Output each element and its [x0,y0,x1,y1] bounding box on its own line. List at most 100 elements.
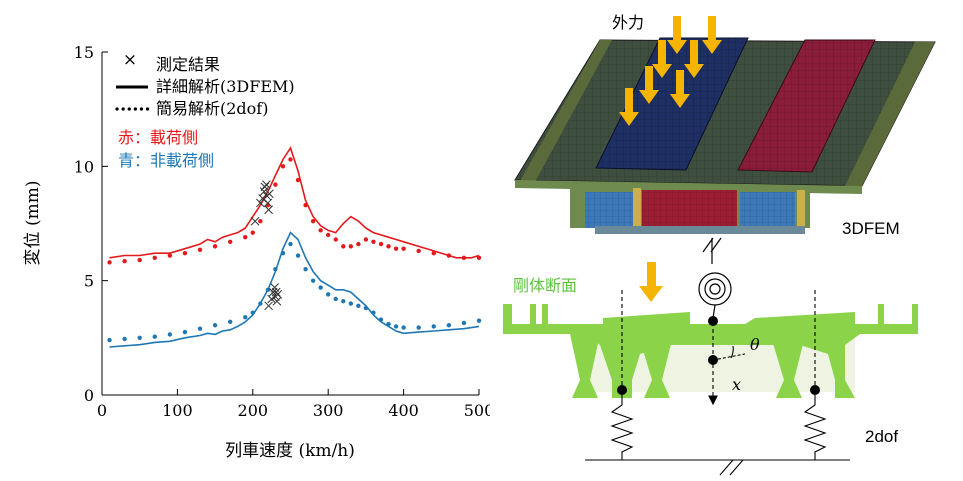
fem-unloaded-track [737,39,876,173]
measured-point-blue [271,287,281,297]
fem-girder-left [585,192,640,228]
x-dof-label: x [732,375,741,394]
series-blue-simple-point [318,285,323,290]
legend-blue-note: 青：非載荷側 [118,151,214,170]
x-tick-label: 100 [162,401,193,420]
series-blue-simple-point [341,299,346,304]
theta-label: θ [750,335,760,354]
series-red-simple-point [137,257,142,263]
series-red-simple-point [476,255,482,260]
2dof-label: 2dof [865,427,898,446]
3dfem-label: 3DFEM [842,219,900,238]
legend-measured-label: 測定結果 [156,55,220,74]
series-red-simple-point [182,251,188,256]
fem-pier-left [633,188,641,226]
right-spring [803,395,827,460]
series-blue-detailed-line [109,231,480,348]
series-blue-simple-point [393,324,399,329]
model-diagram: 外力 3DFEM 剛体断面 θ x [503,13,936,476]
center-node [708,316,718,326]
series-red-detailed-line [109,146,480,259]
series-blue-simple-point [326,292,331,297]
series-blue-simple-point [416,325,421,330]
legend-red-note: 赤：載荷側 [118,128,198,147]
section-center-right-web [772,340,804,398]
legend: × 測定結果 詳細解析(3DFEM) 簡易解析(2dof) 赤：載荷側 青：非載… [115,50,295,170]
series-markers [250,180,283,311]
fem-girder-center [642,190,737,232]
series-red-simple-point [107,260,112,265]
series-blue-simple-point [137,335,142,341]
measured-point-red [265,189,274,199]
series-red-simple-point [280,164,286,169]
series-blue-simple-point [476,318,482,323]
series-red-simple-point [243,235,248,240]
series-red-simple-point [310,219,316,224]
series-red-simple-point [122,259,127,264]
series-red-simple-point [258,219,263,224]
fem-pier-right [797,190,805,228]
series-blue-simple-point [167,332,173,337]
series-red-simple-point [288,157,293,162]
series-blue-simple-point [446,323,452,328]
measured-point-red [264,205,273,215]
series-red-simple-point [295,177,301,183]
series-red-simple-point [152,255,157,260]
series-blue-simple-point [122,336,127,342]
series-red-simple-point [265,203,271,208]
measured-point-blue [264,301,273,311]
series-blue-simple-point [250,310,255,315]
y-tick-label: 5 [84,272,94,291]
force-arrow-icon [652,40,672,78]
series-red-simple-point [348,244,354,249]
force-arrow-icon [639,66,659,104]
rigid-section [503,304,918,398]
force-arrow-icon [667,16,687,54]
series-red-simple-point [393,246,399,251]
legend-simple-label: 簡易解析(2dof) [156,99,268,118]
section-outline [503,304,918,398]
series-blue-simple-point [461,320,467,326]
right-spring-node [810,385,820,395]
fem-model [514,37,936,234]
series-red-simple-point [378,241,384,247]
series-red-simple-point [371,239,376,244]
x-axis-label: 列車速度 (km/h) [225,441,355,461]
series-blue-simple-point [280,251,286,256]
force-arrow-icon [670,70,690,108]
series-red-simple-point [326,232,331,238]
section-left-stub-2 [542,304,548,324]
series-blue-simple-point [107,337,112,343]
fem-girder-right [740,192,795,228]
x-tick-label: 300 [313,401,344,420]
series-blue-simple-point [243,315,248,320]
measured-point-red [260,182,270,192]
series-red-simple-point [461,255,467,260]
series-blue-simple-point [265,287,271,293]
series-blue-simple-point [197,326,203,331]
measured-point-blue [273,290,283,299]
measured-point-blue [268,287,278,297]
series-blue-simple-point [333,296,338,302]
section-force-arrow-icon [639,262,663,302]
series-blue-simple-point [295,253,301,258]
y-tick-label: 10 [74,157,94,176]
series-red-simple-point [318,228,323,233]
series-red-simple-point [197,247,203,252]
series-blue-simple-point [258,301,263,306]
measured-point-blue [270,283,280,292]
legend-detailed-label: 詳細解析(3DFEM) [156,77,295,96]
series-red-simple-point [212,244,218,249]
fem-left-rail-strip [520,40,612,182]
measured-point-red [263,198,273,208]
series-red-simple-point [303,203,308,208]
x-tick-label: 0 [97,401,107,420]
fem-loaded-track [595,37,749,171]
section-left-stub [530,304,536,324]
series-blue-simple-point [356,303,361,309]
series-blue-simple-point [303,267,308,272]
series-red-simple-point [401,246,406,251]
support-link [698,237,732,319]
series-red-simple-point [341,244,346,249]
left-spring-node [617,385,627,395]
